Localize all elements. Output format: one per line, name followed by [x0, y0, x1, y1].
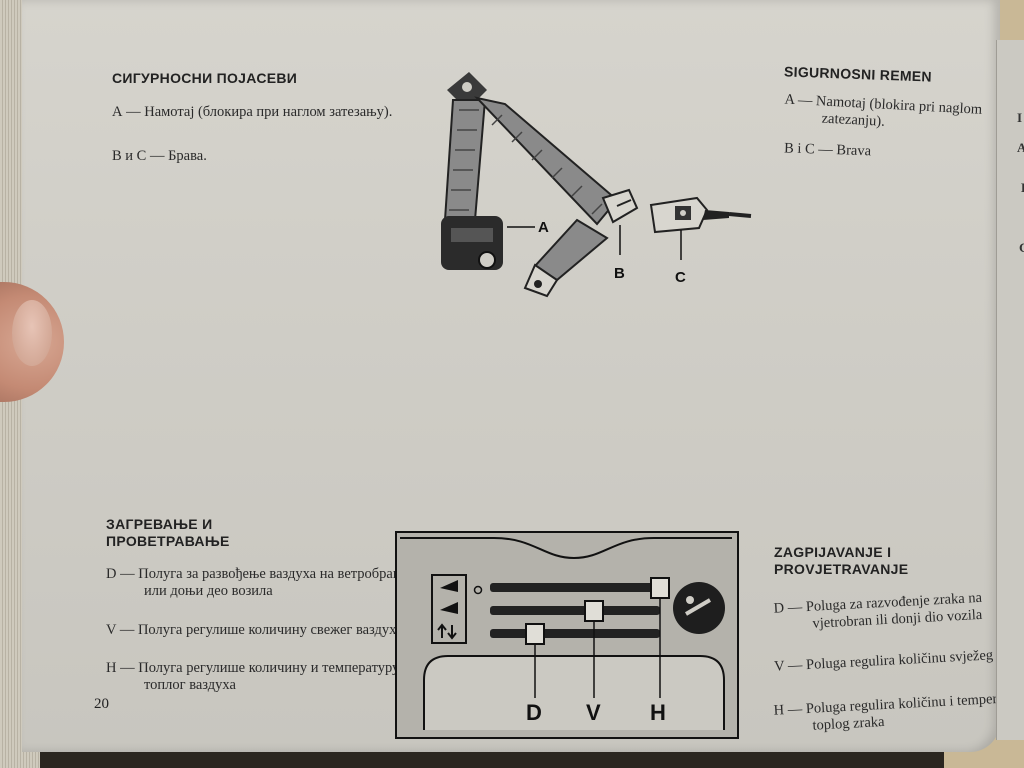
next-page-fragment-3: B — [1021, 180, 1024, 196]
next-page-fragment-4: C — [1019, 240, 1024, 255]
heating-item-h-cyrillic: H — Полуга регулише количину и температу… — [106, 660, 400, 693]
belt-item-a-latin: A — Namotaj (blokira pri naglom zatezanj… — [784, 91, 983, 130]
belt-label-c: C — [675, 269, 686, 286]
belt-label-a: A — [538, 219, 549, 236]
panel-label-d: D — [526, 700, 542, 725]
belts-heading-latin: SIGURNOSNI REMEN — [783, 63, 933, 85]
next-page-fragment-2: A — [1017, 140, 1024, 155]
heating-heading-latin-line-1: ZAGPIJAVANJE I — [774, 544, 892, 560]
next-page-edge: I A B C — [996, 40, 1024, 740]
panel-label-h: H — [650, 700, 666, 725]
manual-page: СИГУРНОСНИ ПОЈАСЕВИ А — Намотај (блокира… — [22, 0, 1024, 752]
heating-item-d-latin: D — Poluga za razvođenje zraka na vjetro… — [773, 589, 983, 632]
belt-item-a-cyrillic: А — Намотај (блокира при наглом затезању… — [112, 104, 393, 120]
page-number: 20 — [94, 696, 109, 712]
heating-item-d-cyrillic: D — Полуга за развођење ваздуха на ветро… — [106, 566, 401, 599]
belt-item-bc-latin: B i C — Brava — [783, 140, 872, 160]
belt-label-b: B — [614, 265, 625, 282]
next-page-fragment-1: I — [1017, 110, 1023, 125]
heating-heading-latin-line-2: PROVJETRAVANJE — [774, 561, 909, 577]
belts-heading-cyrillic: СИГУРНОСНИ ПОЈАСЕВИ — [112, 70, 298, 86]
heater-panel-illustration: D V H — [395, 531, 739, 739]
heating-heading-line-2: ПРОВЕТРАВАЊЕ — [106, 533, 230, 549]
belt-item-bc-cyrillic: В и С — Брава. — [112, 148, 207, 164]
heating-item-v-cyrillic: V — Полуга регулише количину свежег вазд… — [106, 622, 403, 638]
heating-heading-latin: ZAGPIJAVANJE I PROVJETRAVANJE — [774, 544, 908, 578]
panel-label-v: V — [586, 700, 601, 725]
heating-item-v-latin: V — Poluga regulira količinu svježeg zra… — [773, 645, 1024, 675]
heating-heading-line-1: ЗАГРЕВАЊЕ И — [106, 516, 213, 532]
heating-item-h-latin: H — Poluga regulira količinu i temperatu… — [773, 689, 1024, 734]
heating-heading-cyrillic: ЗАГРЕВАЊЕ И ПРОВЕТРАВАЊЕ — [106, 516, 230, 550]
seat-belt-illustration: A B C — [441, 72, 752, 298]
